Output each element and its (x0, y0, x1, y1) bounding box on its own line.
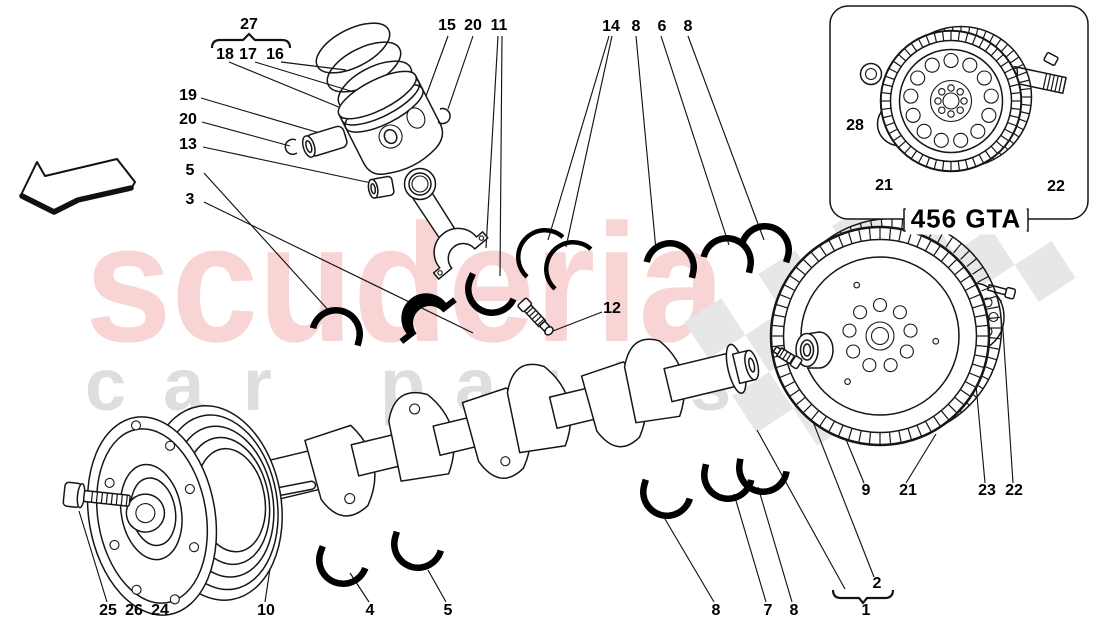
part-label-20[interactable]: 20 (179, 111, 197, 128)
main-bearing-shells-bottom-left (308, 530, 446, 595)
part-label-8[interactable]: 8 (683, 18, 693, 35)
part-label-8[interactable]: 8 (631, 18, 641, 35)
circlip-left (284, 138, 298, 156)
part-label-13[interactable]: 13 (179, 136, 197, 153)
part-label-2[interactable]: 2 (872, 575, 882, 592)
small-end-bushing (367, 175, 395, 199)
bracket-27 (210, 32, 292, 49)
part-label-19[interactable]: 19 (179, 87, 197, 104)
part-label-20[interactable]: 20 (464, 17, 482, 34)
part-label-23[interactable]: 23 (978, 482, 996, 499)
part-label-12[interactable]: 12 (603, 300, 621, 317)
part-label-24[interactable]: 24 (151, 602, 169, 619)
part-label-10[interactable]: 10 (257, 602, 275, 619)
part-label-9[interactable]: 9 (861, 482, 871, 499)
pilot-bearing (795, 331, 834, 369)
part-label-6[interactable]: 6 (657, 18, 667, 35)
part-label-3[interactable]: 3 (185, 191, 195, 208)
part-label-18[interactable]: 18 (216, 46, 234, 63)
part-label-21[interactable]: 21 (875, 177, 893, 194)
piston-rings (315, 22, 413, 112)
part-label-22[interactable]: 22 (1047, 178, 1065, 195)
part-label-5[interactable]: 5 (185, 162, 195, 179)
crankshaft (215, 338, 760, 517)
circlip-right (437, 107, 451, 125)
part-label-4[interactable]: 4 (365, 602, 375, 619)
part-label-8[interactable]: 8 (711, 602, 721, 619)
part-label-14[interactable]: 14 (602, 18, 620, 35)
part-label-27[interactable]: 27 (240, 16, 258, 33)
piston-assembly (284, 22, 451, 199)
part-label-26[interactable]: 26 (125, 602, 143, 619)
driveplate-bolt (987, 283, 1017, 300)
inset-model-caption: 456 GTA (905, 203, 1027, 235)
part-label-28[interactable]: 28 (846, 117, 864, 134)
svg-text:c: c (85, 343, 126, 426)
part-label-8[interactable]: 8 (789, 602, 799, 619)
connecting-rod (403, 167, 554, 336)
svg-text:r: r (243, 343, 272, 426)
part-label-5[interactable]: 5 (443, 602, 453, 619)
damper-pulley (62, 405, 283, 616)
part-label-17[interactable]: 17 (239, 46, 257, 63)
direction-arrow-icon (19, 158, 136, 215)
pulley-bolt (62, 481, 131, 509)
watermark-brand-text: scuderia (85, 189, 726, 377)
flywheel (769, 217, 1003, 447)
wrist-pin (301, 125, 348, 158)
inset-flywheel (879, 25, 1033, 173)
part-label-21[interactable]: 21 (899, 482, 917, 499)
part-label-25[interactable]: 25 (99, 602, 117, 619)
part-label-1[interactable]: 1 (861, 602, 871, 619)
rod-bolt (517, 297, 554, 336)
part-label-7[interactable]: 7 (763, 602, 773, 619)
main-bearing-shells-bottom (633, 458, 791, 526)
inset-shaft-bolt (1043, 51, 1059, 67)
bracket-1 (831, 589, 895, 605)
inset-456gta-box (829, 5, 1089, 232)
piston (337, 70, 444, 175)
flywheel-screw (772, 345, 803, 370)
part-label-11[interactable]: 11 (490, 17, 508, 34)
part-label-22[interactable]: 22 (1005, 482, 1023, 499)
part-label-16[interactable]: 16 (266, 46, 284, 63)
part-label-15[interactable]: 15 (438, 17, 456, 34)
